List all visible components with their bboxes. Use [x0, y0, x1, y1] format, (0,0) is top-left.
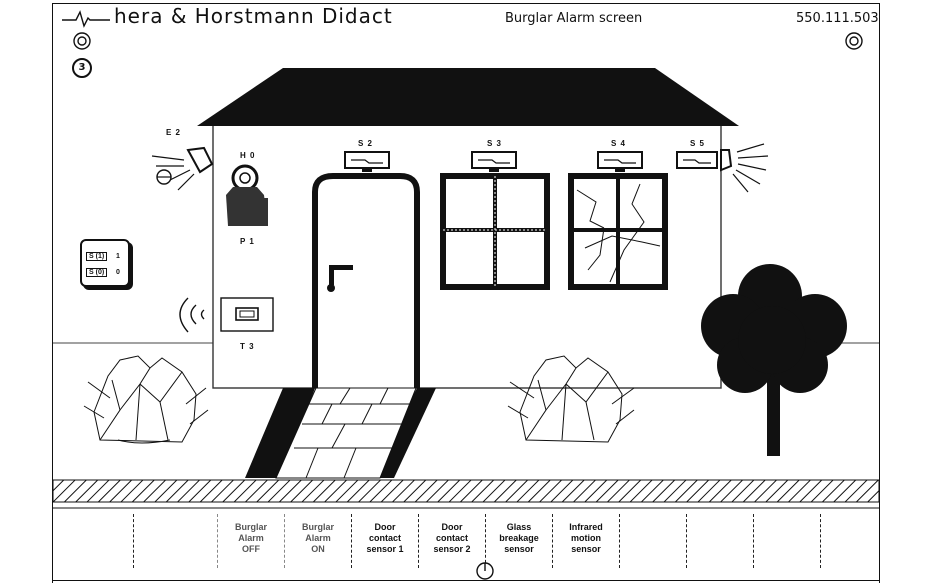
panel-divider	[753, 514, 754, 568]
panel-divider	[133, 514, 134, 568]
key-switch-row-1-value: 1	[116, 253, 120, 260]
bottom-knob-icon	[476, 562, 494, 580]
panel-divider	[217, 514, 218, 568]
frame-left	[52, 3, 53, 583]
sensor-s2-icon	[344, 151, 390, 172]
frame-right	[879, 3, 880, 583]
label-s2: S 2	[358, 139, 374, 148]
house-roof	[197, 68, 739, 126]
infrared-motion-sensor-button[interactable]: Infrared motion sensor	[553, 514, 619, 568]
sensor-s5-icon	[676, 143, 769, 193]
door-contact-sensor-2-button[interactable]: Door contact sensor 2	[419, 514, 485, 568]
burglar-alarm-off-button[interactable]: Burglar Alarm OFF	[218, 514, 284, 568]
bush-right	[507, 355, 635, 443]
panel-divider	[619, 514, 620, 568]
label-s3: S 3	[487, 139, 503, 148]
glass-breakage-sensor-button[interactable]: Glass breakage sensor	[486, 514, 552, 568]
siren-h0-icon	[226, 164, 268, 226]
burglar-alarm-off-label: Burglar Alarm OFF	[234, 522, 267, 554]
window-s4-broken	[568, 173, 668, 290]
glass-breakage-sensor-label: Glass breakage sensor	[499, 522, 539, 554]
frame-top	[52, 3, 880, 4]
key-switch-row-1-label: S (1)	[86, 252, 108, 261]
label-t3: T 3	[240, 342, 255, 351]
label-p1: P 1	[240, 237, 255, 246]
panel-divider	[820, 514, 821, 568]
frame-bottom	[52, 580, 880, 581]
door-contact-sensor-2-label: Door contact sensor 2	[433, 522, 471, 554]
screw-left-icon	[73, 32, 91, 50]
brand-pulse-icon	[62, 10, 110, 28]
front-door	[312, 173, 420, 388]
panel-divider	[686, 514, 687, 568]
sensor-s4-icon	[597, 151, 643, 172]
key-switch-row-2-value: 0	[116, 269, 120, 276]
part-number: 550.111.503	[796, 11, 879, 26]
screen-number-badge: 3	[72, 58, 92, 78]
label-e2: E 2	[166, 128, 182, 137]
label-s5: S 5	[690, 139, 706, 148]
door-contact-sensor-1-button[interactable]: Door contact sensor 1	[352, 514, 418, 568]
key-switch-box[interactable]: S (1) 1 S (0) 0	[80, 239, 130, 287]
screen-title: Burglar Alarm screen	[505, 11, 643, 26]
door-contact-sensor-1-label: Door contact sensor 1	[366, 522, 404, 554]
panel-divider	[351, 514, 352, 568]
key-switch-row-1: S (1) 1	[86, 251, 126, 263]
panel-divider	[485, 514, 486, 568]
sensor-s3-icon	[471, 151, 517, 172]
window-s3	[440, 173, 550, 290]
screen-number: 3	[78, 62, 86, 73]
burglar-alarm-on-button[interactable]: Burglar Alarm ON	[285, 514, 351, 568]
tree	[701, 264, 847, 456]
screw-right-icon	[845, 32, 863, 50]
ground-strip	[52, 479, 880, 503]
panel-divider	[418, 514, 419, 568]
label-h0: H 0	[240, 151, 256, 160]
garden-path	[245, 387, 436, 479]
bush-left	[83, 355, 209, 444]
key-switch-row-2-label: S (0)	[86, 268, 108, 277]
brand-name: hera & Horstmann Didact	[114, 4, 393, 28]
label-s4: S 4	[611, 139, 627, 148]
panel-divider	[552, 514, 553, 568]
floodlight-e2-icon	[151, 146, 214, 191]
burglar-alarm-on-label: Burglar Alarm ON	[301, 522, 334, 554]
detector-t3-icon	[179, 297, 274, 333]
key-switch-row-2: S (0) 0	[86, 267, 126, 279]
infrared-motion-sensor-label: Infrared motion sensor	[569, 522, 603, 554]
panel-divider	[284, 514, 285, 568]
door-knob	[327, 284, 335, 292]
